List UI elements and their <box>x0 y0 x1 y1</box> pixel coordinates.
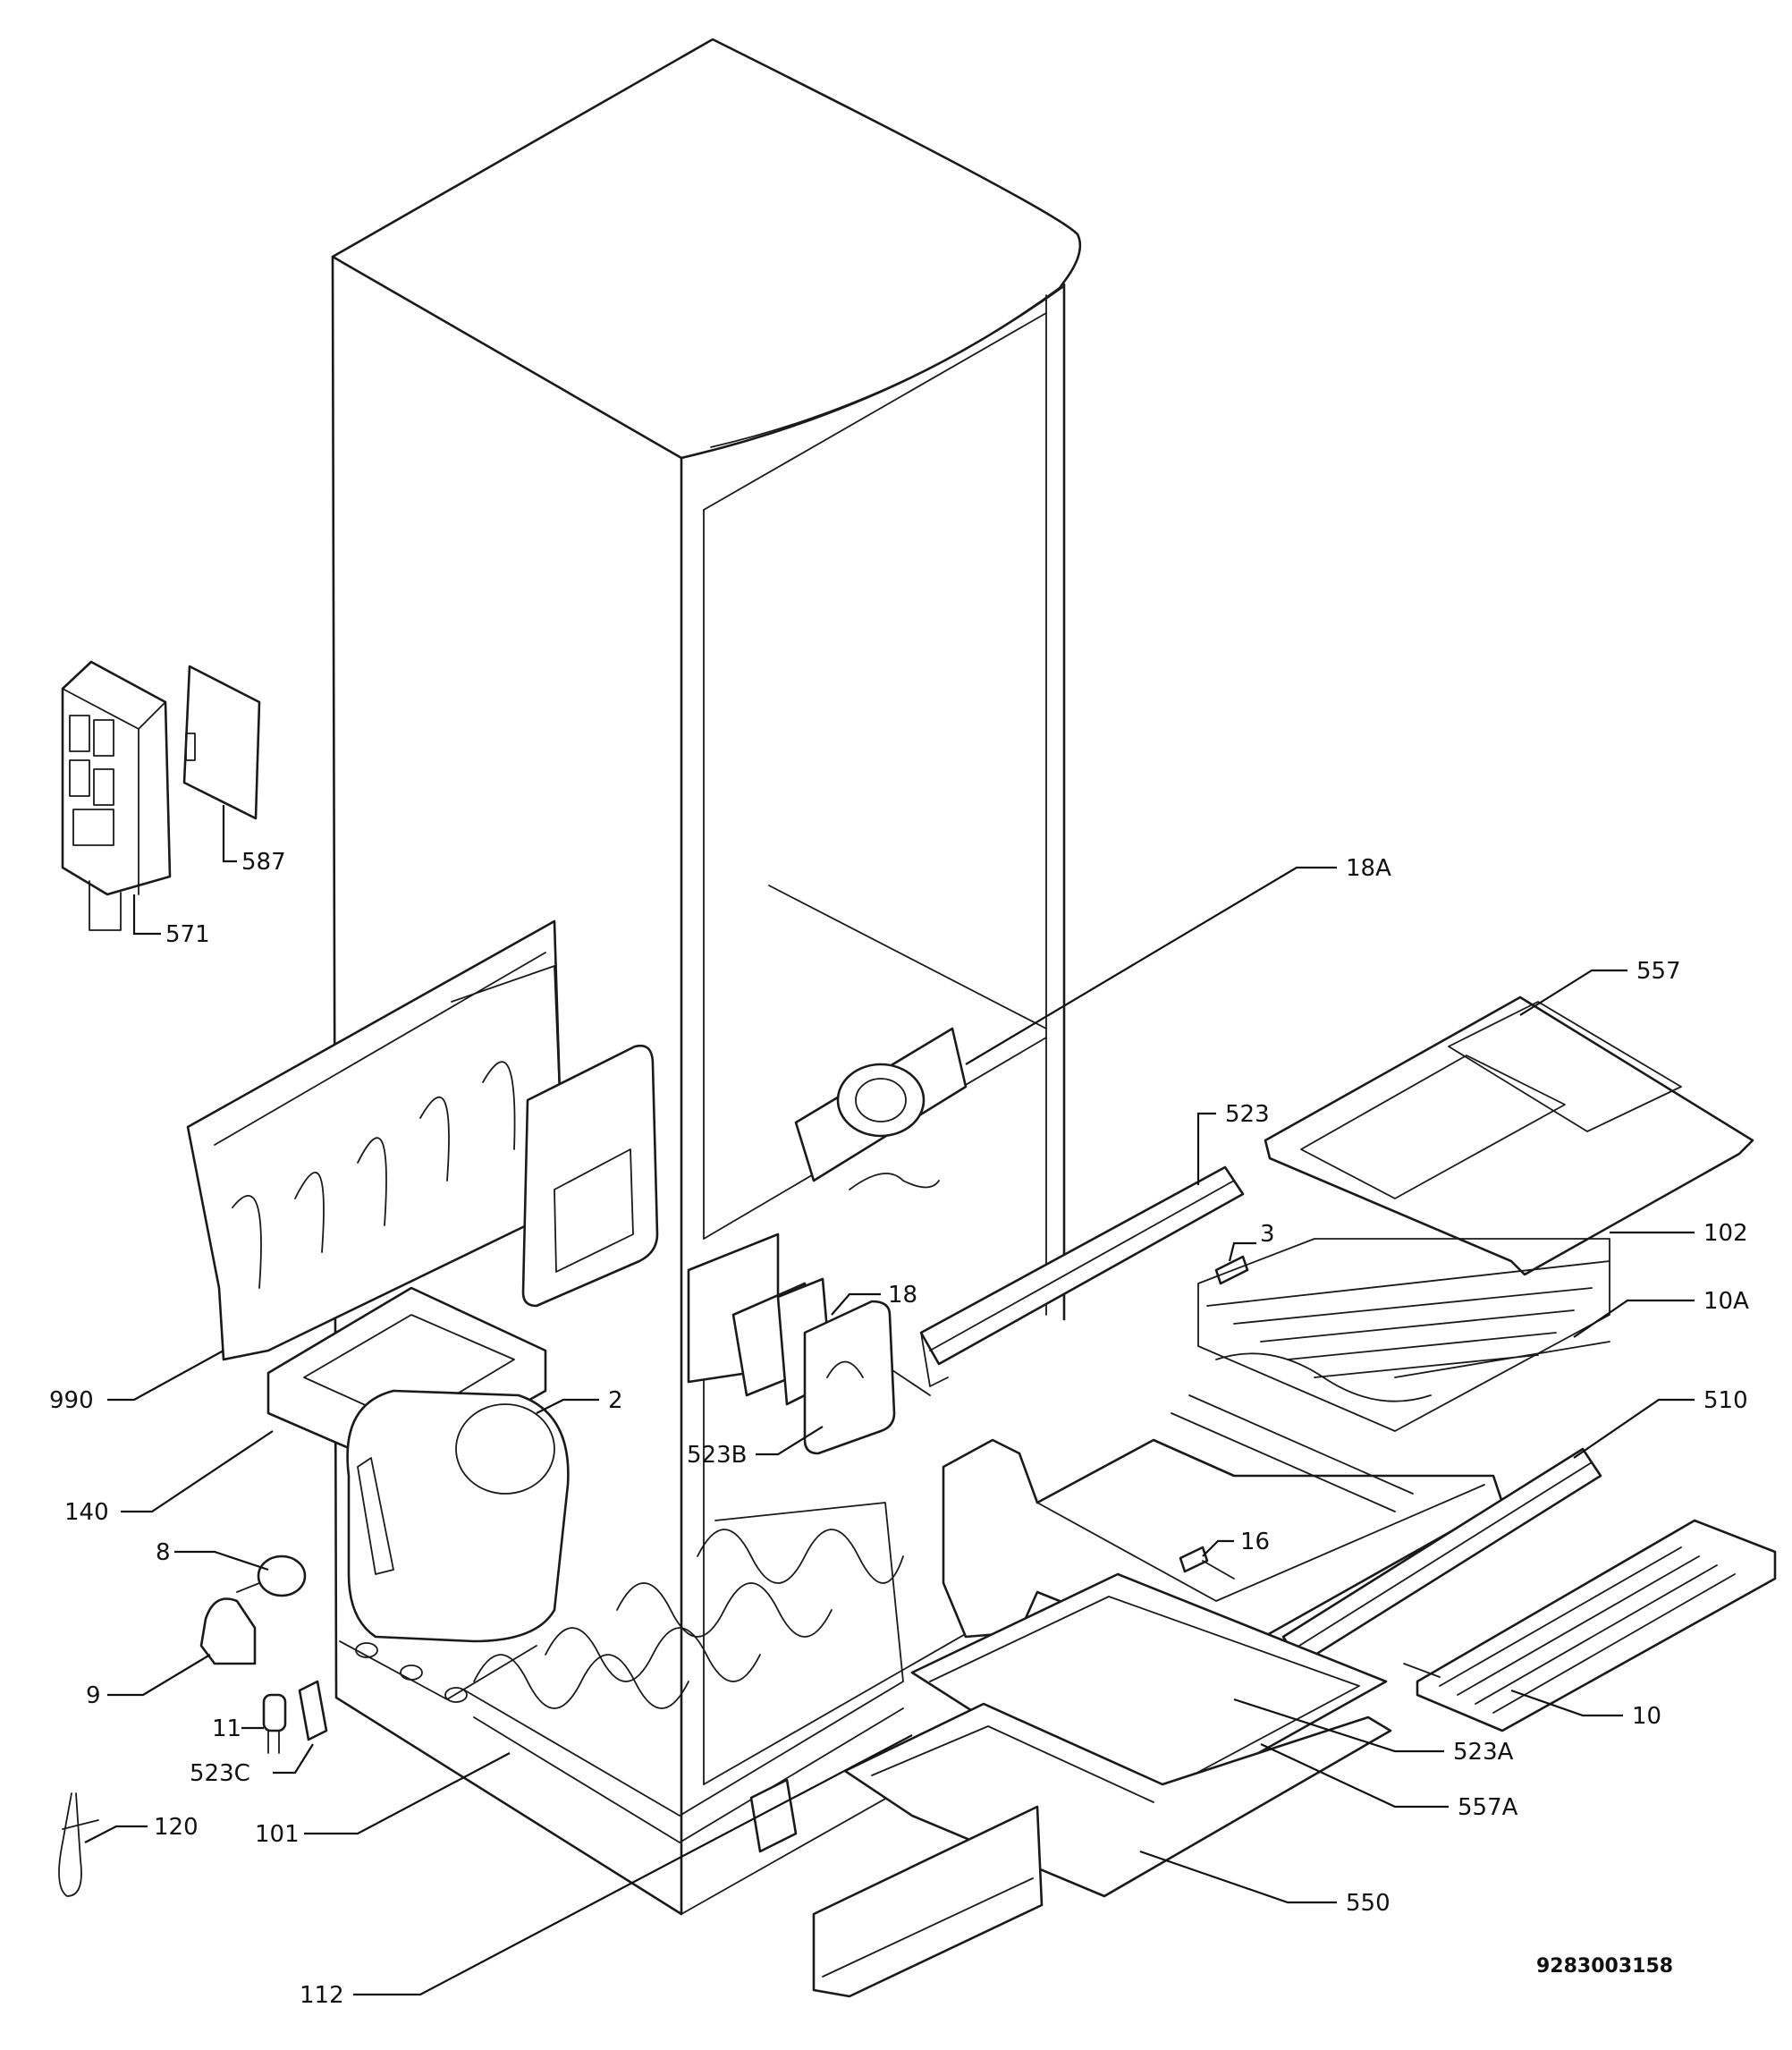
part-18a-fan-housing <box>794 1027 968 1190</box>
callout-557a: 557A <box>1458 1794 1518 1821</box>
callout-523a: 523A <box>1453 1739 1514 1766</box>
part-990-back-panel <box>186 919 565 1361</box>
part-9-relay <box>199 1597 257 1665</box>
part-523c-clip <box>298 1680 328 1741</box>
callout-140: 140 <box>64 1499 109 1526</box>
callout-3: 3 <box>1260 1221 1275 1248</box>
part-523-rail <box>919 1165 1245 1387</box>
callout-523c: 523C <box>190 1760 250 1787</box>
callout-112: 112 <box>300 1982 344 2009</box>
part-550-bottom-plate <box>843 1702 1392 1898</box>
callout-10: 10 <box>1632 1703 1661 1730</box>
callout-120: 120 <box>154 1814 199 1841</box>
evaporator-cover <box>521 1044 659 1308</box>
part-16-sensor <box>1179 1546 1235 1580</box>
callout-101: 101 <box>255 1821 300 1848</box>
part-587-cover-plate <box>182 665 261 820</box>
part-102-evaporator <box>1197 1238 1610 1432</box>
part-101-condenser <box>464 1502 904 1843</box>
part-11-capacitor <box>262 1693 287 1754</box>
callout-16: 16 <box>1240 1529 1270 1555</box>
part-8-thermal-protector <box>236 1554 307 1597</box>
callout-557: 557 <box>1636 958 1681 985</box>
part-120-cable <box>58 1792 99 1897</box>
callout-11: 11 <box>212 1715 241 1742</box>
callout-2: 2 <box>608 1387 623 1414</box>
callout-510: 510 <box>1703 1387 1748 1414</box>
part-18-damper <box>687 1233 896 1455</box>
part-571-control-module <box>61 660 172 931</box>
callout-550: 550 <box>1346 1890 1390 1917</box>
callout-labels: 18A 557 523 3 102 18 10A 510 2 523B 990 … <box>49 849 1749 2009</box>
callout-571: 571 <box>165 921 210 948</box>
part-2-compressor <box>339 1389 570 1703</box>
callout-9: 9 <box>86 1682 101 1709</box>
callout-523: 523 <box>1225 1101 1270 1128</box>
callout-990: 990 <box>49 1387 94 1414</box>
part-112-kickplate <box>749 1778 1044 1998</box>
callout-8: 8 <box>156 1539 171 1566</box>
callout-587: 587 <box>241 849 286 876</box>
part-10-heater-mat <box>1403 1519 1777 1732</box>
callout-18: 18 <box>888 1282 917 1309</box>
callout-523b: 523B <box>687 1442 747 1469</box>
callout-102: 102 <box>1703 1220 1748 1247</box>
callout-18a: 18A <box>1346 855 1391 882</box>
document-number: 9283003158 <box>1536 1955 1673 1978</box>
leader-lines <box>84 805 1695 1996</box>
part-557-shelf <box>1264 995 1754 1276</box>
callout-10a: 10A <box>1703 1288 1749 1315</box>
